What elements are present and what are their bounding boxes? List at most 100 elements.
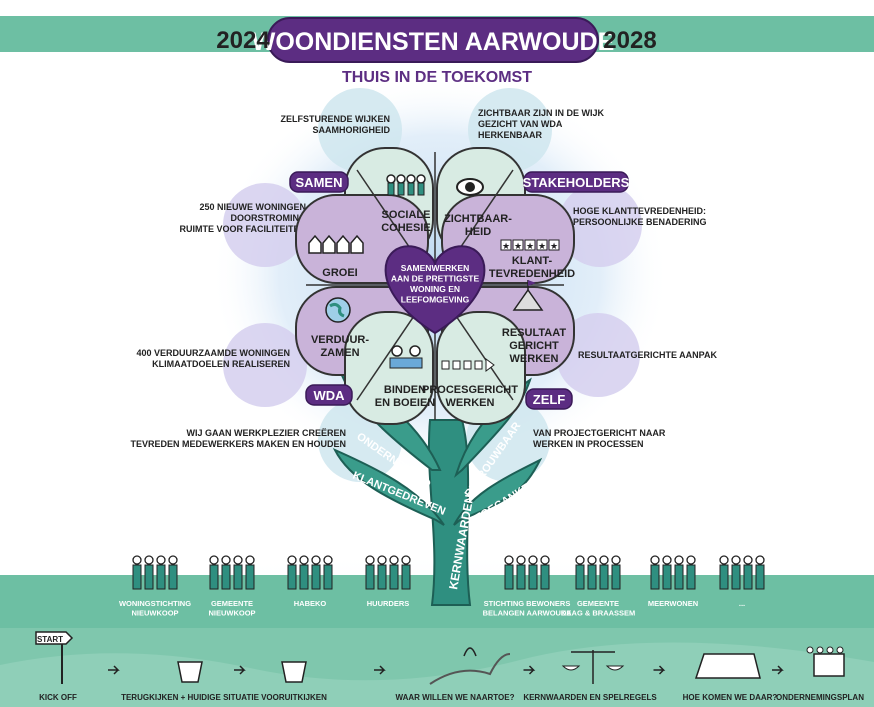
process-step-icon: [694, 653, 761, 679]
stakeholder-label-line: BELANGEN AARWOUDE: [483, 609, 572, 618]
petal-note-line: ZELFSTURENDE WIJKEN: [280, 114, 390, 124]
tag-label: WDA: [313, 388, 345, 403]
svg-text:★: ★: [514, 241, 522, 251]
stakeholder-label-line: GEMEENTE: [211, 599, 253, 608]
petal-label-line: ZAMEN: [320, 347, 359, 359]
petal-label-line: ZICHTBAAR-: [444, 213, 512, 225]
title-banner: [267, 17, 599, 63]
stakeholder-group: HABEKO: [287, 555, 333, 608]
center-text-line: WONING EN: [410, 284, 460, 294]
petal-note-line: 400 VERDUURZAAMDE WONINGEN: [136, 348, 290, 358]
petal-label-line: GERICHT: [509, 340, 559, 352]
tag-label: STAKEHOLDERS: [523, 175, 630, 190]
petal-label: VERDUUR-ZAMEN: [311, 334, 369, 359]
petal-note-line: TEVREDEN MEDEWERKERS MAKEN EN HOUDEN: [130, 439, 346, 449]
people-icon: [386, 174, 426, 196]
process-arrow: [653, 665, 666, 675]
globe-icon: [325, 297, 351, 323]
process-step-icon: [177, 661, 203, 683]
process-arrow: [374, 665, 386, 675]
process-step-label: KERNWAARDEN EN SPELREGELS: [523, 693, 657, 702]
process-arrow: [108, 665, 120, 675]
petal-label-line: GROEI: [322, 267, 357, 279]
stakeholder-label-line: MEERWONEN: [648, 599, 698, 608]
process-step-label: HOE KOMEN WE DAAR?: [683, 693, 778, 702]
tag-label: ZELF: [533, 392, 566, 407]
petal-label-line: KLANT-: [512, 255, 553, 267]
petal-note-line: GEZICHT VAN WDA: [478, 119, 563, 129]
petal-label-line: SOCIALE: [382, 209, 431, 221]
note-bubble: [556, 313, 640, 397]
stakeholder-label-line: STICHTING BEWONERS: [484, 599, 571, 608]
header-top-strip: [0, 0, 874, 16]
petal-label-line: BINDEN: [384, 384, 426, 396]
process-step-icon: [806, 646, 845, 677]
process-step-icon: [561, 650, 625, 684]
svg-text:★: ★: [502, 241, 510, 251]
mountain-flag-icon: [512, 280, 544, 311]
stakeholder-row: WONINGSTICHTING NIEUWKOOPGEMEENTENIEUWKOO…: [119, 555, 765, 618]
petal-note-line: HERKENBAAR: [478, 130, 543, 140]
process-arrow: [234, 665, 246, 675]
petal-label-line: VERDUUR-: [311, 334, 369, 346]
svg-text:★: ★: [538, 241, 546, 251]
petal: [344, 311, 434, 425]
leaf-lower-left: [332, 447, 445, 526]
petal-note-line: HOGE KLANTTEVREDENHEID:: [573, 206, 706, 216]
process-step-icon: [281, 661, 307, 683]
note-bubble: [558, 183, 642, 267]
petal-note-line: WERKEN IN PROCESSEN: [533, 439, 644, 449]
petal-note-line: RESULTAATGERICHTE AANPAK: [578, 350, 717, 360]
tag-pill: [525, 388, 573, 410]
stakeholder-label: ...: [739, 599, 745, 608]
stakeholder-label-line: GEMEENTE: [577, 599, 619, 608]
stakeholder-label-line: WONINGSTICHTING: [119, 599, 191, 608]
center-text-line: LEEFOMGEVING: [401, 295, 470, 305]
leaf-lower-right: [453, 457, 543, 526]
petal-label: KLANT-TEVREDENHEID: [489, 255, 575, 280]
petal-label-line: COHESIE: [381, 222, 431, 234]
stakeholder-label-line: HABEKO: [294, 599, 327, 608]
petal-note-line: DOORSTROMING: [231, 213, 307, 223]
petal-note-line: PERSOONLIJKE BENADERING: [573, 217, 707, 227]
petal-label-line: HEID: [465, 226, 491, 238]
process-step-label: VOORUITKIJKEN: [261, 693, 327, 702]
tag-label: SAMEN: [296, 175, 343, 190]
petal-note: 400 VERDUURZAAMDE WONINGENKLIMAATDOELEN …: [136, 348, 290, 369]
stakeholder-group: MEERWONEN: [648, 555, 698, 608]
year-start: 2024: [216, 27, 270, 54]
process-step-label: WAAR WILLEN WE NAARTOE?: [396, 693, 515, 702]
petal-note-line: KLIMAATDOELEN REALISEREN: [152, 359, 290, 369]
process-step-label: TERUGKIJKEN + HUIDIGE SITUATIE: [121, 693, 260, 702]
process-step-label: KICK OFF: [39, 693, 77, 702]
note-bubble: [223, 183, 307, 267]
process-step-label: ONDERNEMINGSPLAN: [776, 693, 864, 702]
petal-label-line: EN BOEIEN: [375, 397, 436, 409]
petal-note-line: 250 NIEUWE WONINGEN: [199, 202, 306, 212]
team-icon: [389, 345, 423, 369]
petal-label-line: RESULTAAT: [502, 327, 566, 339]
petal-note-line: SAAMHORIGHEID: [312, 125, 390, 135]
petal-label-line: WERKEN: [446, 397, 495, 409]
process-step-icon: [429, 647, 511, 685]
stakeholder-label-line: HUURDERS: [367, 599, 410, 608]
stakeholder-label-line: KAAG & BRAASSEM: [561, 609, 636, 618]
petal-note-line: WIJ GAAN WERKPLEZIER CREËREN: [186, 428, 346, 438]
stakeholder-label-line: NIEUWKOOP: [208, 609, 255, 618]
